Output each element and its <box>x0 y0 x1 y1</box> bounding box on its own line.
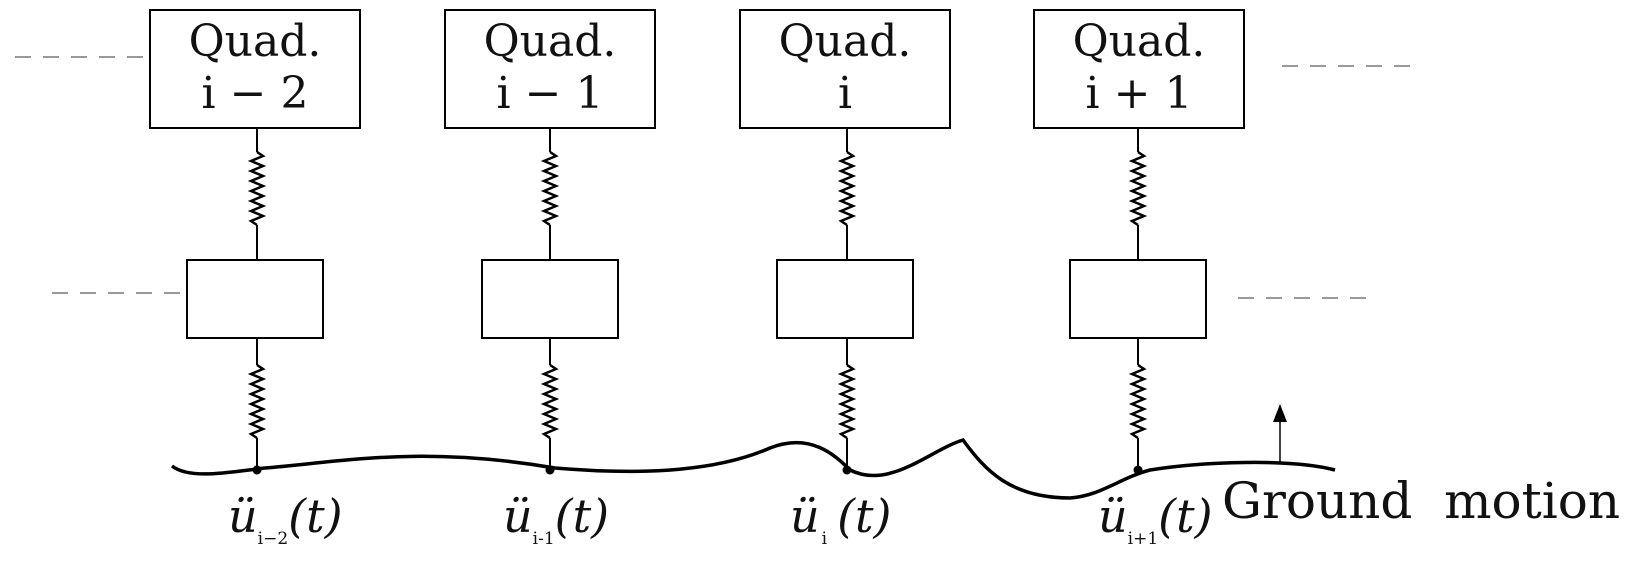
quad-box-line1: Quad. <box>779 16 912 67</box>
quad-box <box>444 9 656 129</box>
ground-surface <box>170 437 1336 500</box>
continuation-dashes <box>15 56 1415 299</box>
quad-box <box>149 9 361 129</box>
acceleration-label: üi−2(t) <box>228 489 343 549</box>
ground-contact-point <box>1133 465 1143 475</box>
quad-box <box>739 9 951 129</box>
ground-motion-arrow <box>1273 404 1287 462</box>
quad-box-line1: Quad. <box>189 16 322 67</box>
quad-column-1: Quad. i − 1 üi-1(t) <box>444 9 656 549</box>
lower-spring <box>837 363 857 440</box>
ground-contact-point <box>545 465 555 475</box>
upper-spring <box>1128 150 1148 227</box>
ground-motion-label: Ground motion <box>1222 472 1620 530</box>
damper-box <box>776 259 914 339</box>
damper-box <box>481 259 619 339</box>
quad-box-line2: i − 1 <box>497 68 604 119</box>
upper-spring <box>540 150 560 227</box>
arrow-head <box>1273 404 1287 422</box>
quad-box-line2: i − 2 <box>202 68 309 119</box>
quad-box <box>1033 9 1245 129</box>
lower-spring <box>247 363 267 440</box>
acceleration-label: üi-1(t) <box>503 489 609 549</box>
damper-box <box>186 259 324 339</box>
acceleration-label: üi+1(t) <box>1098 489 1213 549</box>
ground-contact-point <box>252 465 262 475</box>
quad-box-line1: Quad. <box>1073 16 1206 67</box>
ground-contact-point <box>842 465 852 475</box>
quad-box-line2: i <box>838 68 852 119</box>
damper-box <box>1069 259 1207 339</box>
quad-column-0: Quad. i − 2 üi−2(t) <box>149 9 361 549</box>
upper-spring <box>247 150 267 227</box>
lower-spring <box>540 363 560 440</box>
quad-box-line2: i + 1 <box>1086 68 1193 119</box>
quad-column-3: Quad. i + 1 üi+1(t) <box>1033 9 1245 549</box>
upper-spring <box>837 150 857 227</box>
quad-box-line1: Quad. <box>484 16 617 67</box>
lower-spring <box>1128 363 1148 440</box>
